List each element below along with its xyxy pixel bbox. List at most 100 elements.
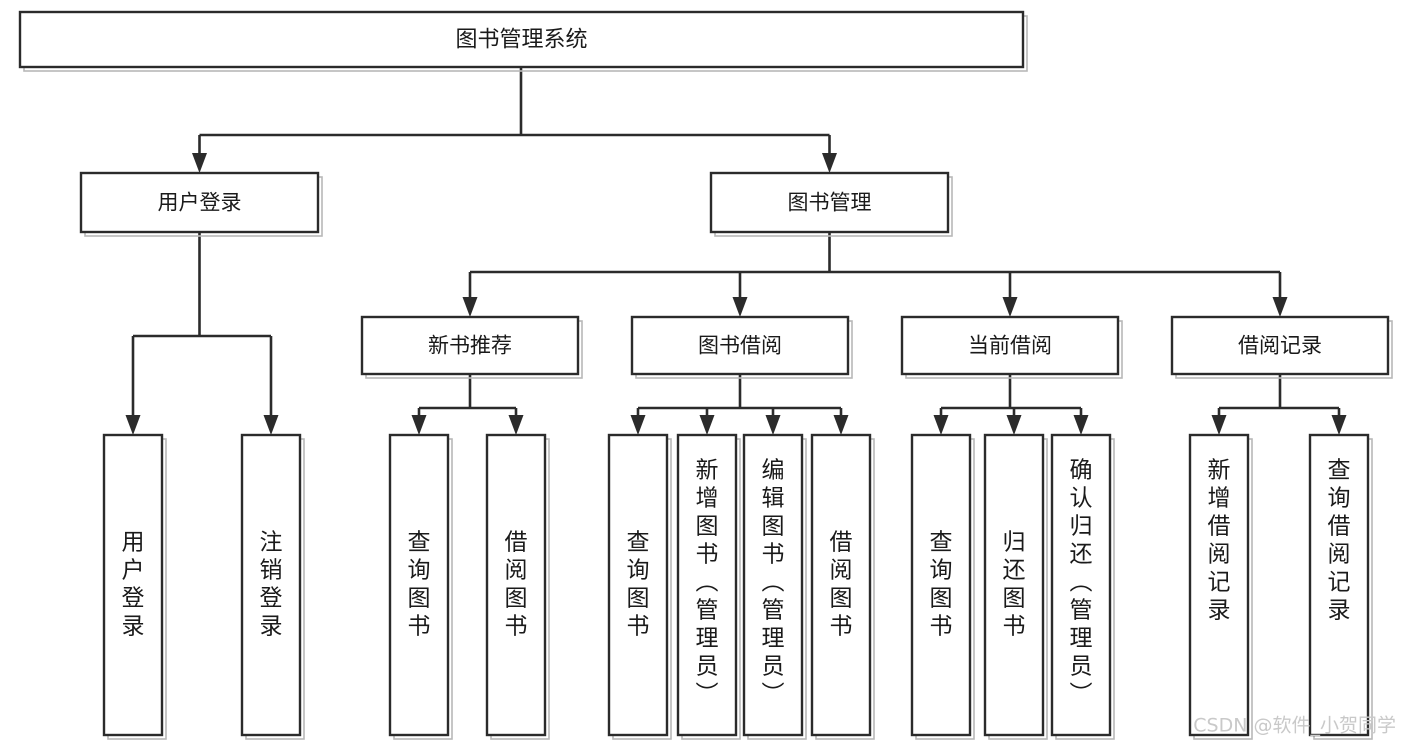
node-rect[interactable]	[983, 433, 1045, 737]
leaf-label-char: 借	[1208, 514, 1231, 540]
leaf-label-char: 户	[122, 558, 145, 584]
node-rect[interactable]	[709, 171, 950, 234]
arrow-head-icon	[833, 415, 849, 435]
node-rect[interactable]	[240, 433, 302, 737]
leaf-label-char: 增	[696, 486, 719, 512]
leaf-label-char: 阅	[1208, 542, 1231, 568]
node-label: 新书推荐	[428, 334, 512, 358]
leaf-label-char: 询	[930, 558, 953, 584]
leaf-label-char: 员	[762, 654, 785, 680]
node-rect[interactable]	[910, 433, 972, 737]
node-rect[interactable]	[1050, 433, 1112, 737]
leaf-label-char: 书	[930, 614, 953, 640]
leaf-label-char: 查	[627, 530, 650, 556]
node-rect[interactable]	[676, 433, 738, 737]
node-rect[interactable]	[1170, 315, 1390, 376]
node-new-book-recommend[interactable]: 新书推荐	[360, 315, 583, 379]
leaf-label-char: ︵	[762, 570, 785, 596]
leaf-label-char: 记	[1208, 570, 1231, 596]
node-label: 借阅记录	[1238, 334, 1322, 358]
node-rect[interactable]	[742, 433, 804, 737]
arrow-head-icon	[1211, 415, 1227, 435]
leaf-label-char: 图	[408, 586, 431, 612]
leaf-label-char: 书	[762, 542, 785, 568]
leaf-label-char: 录	[1328, 598, 1351, 624]
leaf-label-char: 询	[1328, 486, 1351, 512]
leaf-label-char: 询	[408, 558, 431, 584]
leaf-label-char: 新	[1208, 458, 1231, 484]
node-rect[interactable]	[388, 433, 450, 737]
node-leaf-user-login[interactable]: 用户登录	[102, 433, 167, 740]
leaf-label-char: 辑	[762, 486, 785, 512]
node-rect[interactable]	[1308, 433, 1370, 737]
leaf-label-char: ︵	[696, 570, 719, 596]
node-rect[interactable]	[360, 315, 580, 376]
leaf-label-char: ︶	[1070, 682, 1093, 708]
leaf-label-char: 注	[260, 530, 283, 556]
node-rect[interactable]	[485, 433, 547, 737]
leaf-label-char: 新	[696, 458, 719, 484]
leaf-label-char: 图	[830, 586, 853, 612]
leaf-label-char: 增	[1208, 486, 1231, 512]
node-root[interactable]: 图书管理系统	[18, 10, 1028, 72]
arrow-head-icon	[732, 297, 748, 317]
leaf-label-char: 员	[1070, 654, 1093, 680]
leaf-label-char: 图	[1003, 586, 1026, 612]
node-rect[interactable]	[79, 171, 320, 234]
node-rect[interactable]	[810, 433, 872, 737]
leaf-label-char: 书	[830, 614, 853, 640]
node-label: 图书管理	[788, 191, 872, 215]
leaf-label-char: 图	[930, 586, 953, 612]
leaf-label-char: 书	[627, 614, 650, 640]
leaf-label-char: 认	[1070, 486, 1093, 512]
node-rect[interactable]	[900, 315, 1120, 376]
leaf-label-char: 还	[1070, 542, 1093, 568]
leaf-label-char: 录	[122, 614, 145, 640]
arrow-head-icon	[1002, 297, 1018, 317]
node-rect[interactable]	[102, 433, 164, 737]
leaf-label-char: 录	[1208, 598, 1231, 624]
leaf-label-char: 管	[696, 598, 719, 624]
node-rect[interactable]	[18, 10, 1025, 69]
arrow-head-icon	[1272, 297, 1288, 317]
leaf-label-char: 记	[1328, 570, 1351, 596]
leaf-label-char: 图	[505, 586, 528, 612]
csdn-watermark: CSDN @软件_小贺同学	[1193, 715, 1396, 737]
leaf-label-char: 理	[762, 626, 785, 652]
node-user-login[interactable]: 用户登录	[79, 171, 323, 237]
node-rect[interactable]	[1188, 433, 1250, 737]
leaf-label-char: 理	[696, 626, 719, 652]
arrow-head-icon	[508, 415, 524, 435]
leaf-label-char: 书	[505, 614, 528, 640]
arrow-head-icon	[462, 297, 478, 317]
leaf-label-char: 管	[1070, 598, 1093, 624]
node-borrow-record[interactable]: 借阅记录	[1170, 315, 1393, 379]
arrow-head-icon	[822, 153, 837, 173]
node-book-borrow[interactable]: 图书借阅	[630, 315, 853, 379]
leaf-label-char: 阅	[1328, 542, 1351, 568]
node-rect[interactable]	[607, 433, 669, 737]
node-current-borrow[interactable]: 当前借阅	[900, 315, 1123, 379]
leaf-label-char: ︵	[1070, 570, 1093, 596]
leaf-label-char: ︶	[696, 682, 719, 708]
leaf-label-char: 查	[408, 530, 431, 556]
node-book-management[interactable]: 图书管理	[709, 171, 953, 237]
leaf-label-char: 书	[696, 542, 719, 568]
leaf-label-char: 书	[408, 614, 431, 640]
node-rect[interactable]	[630, 315, 850, 376]
leaf-label-char: 阅	[505, 558, 528, 584]
